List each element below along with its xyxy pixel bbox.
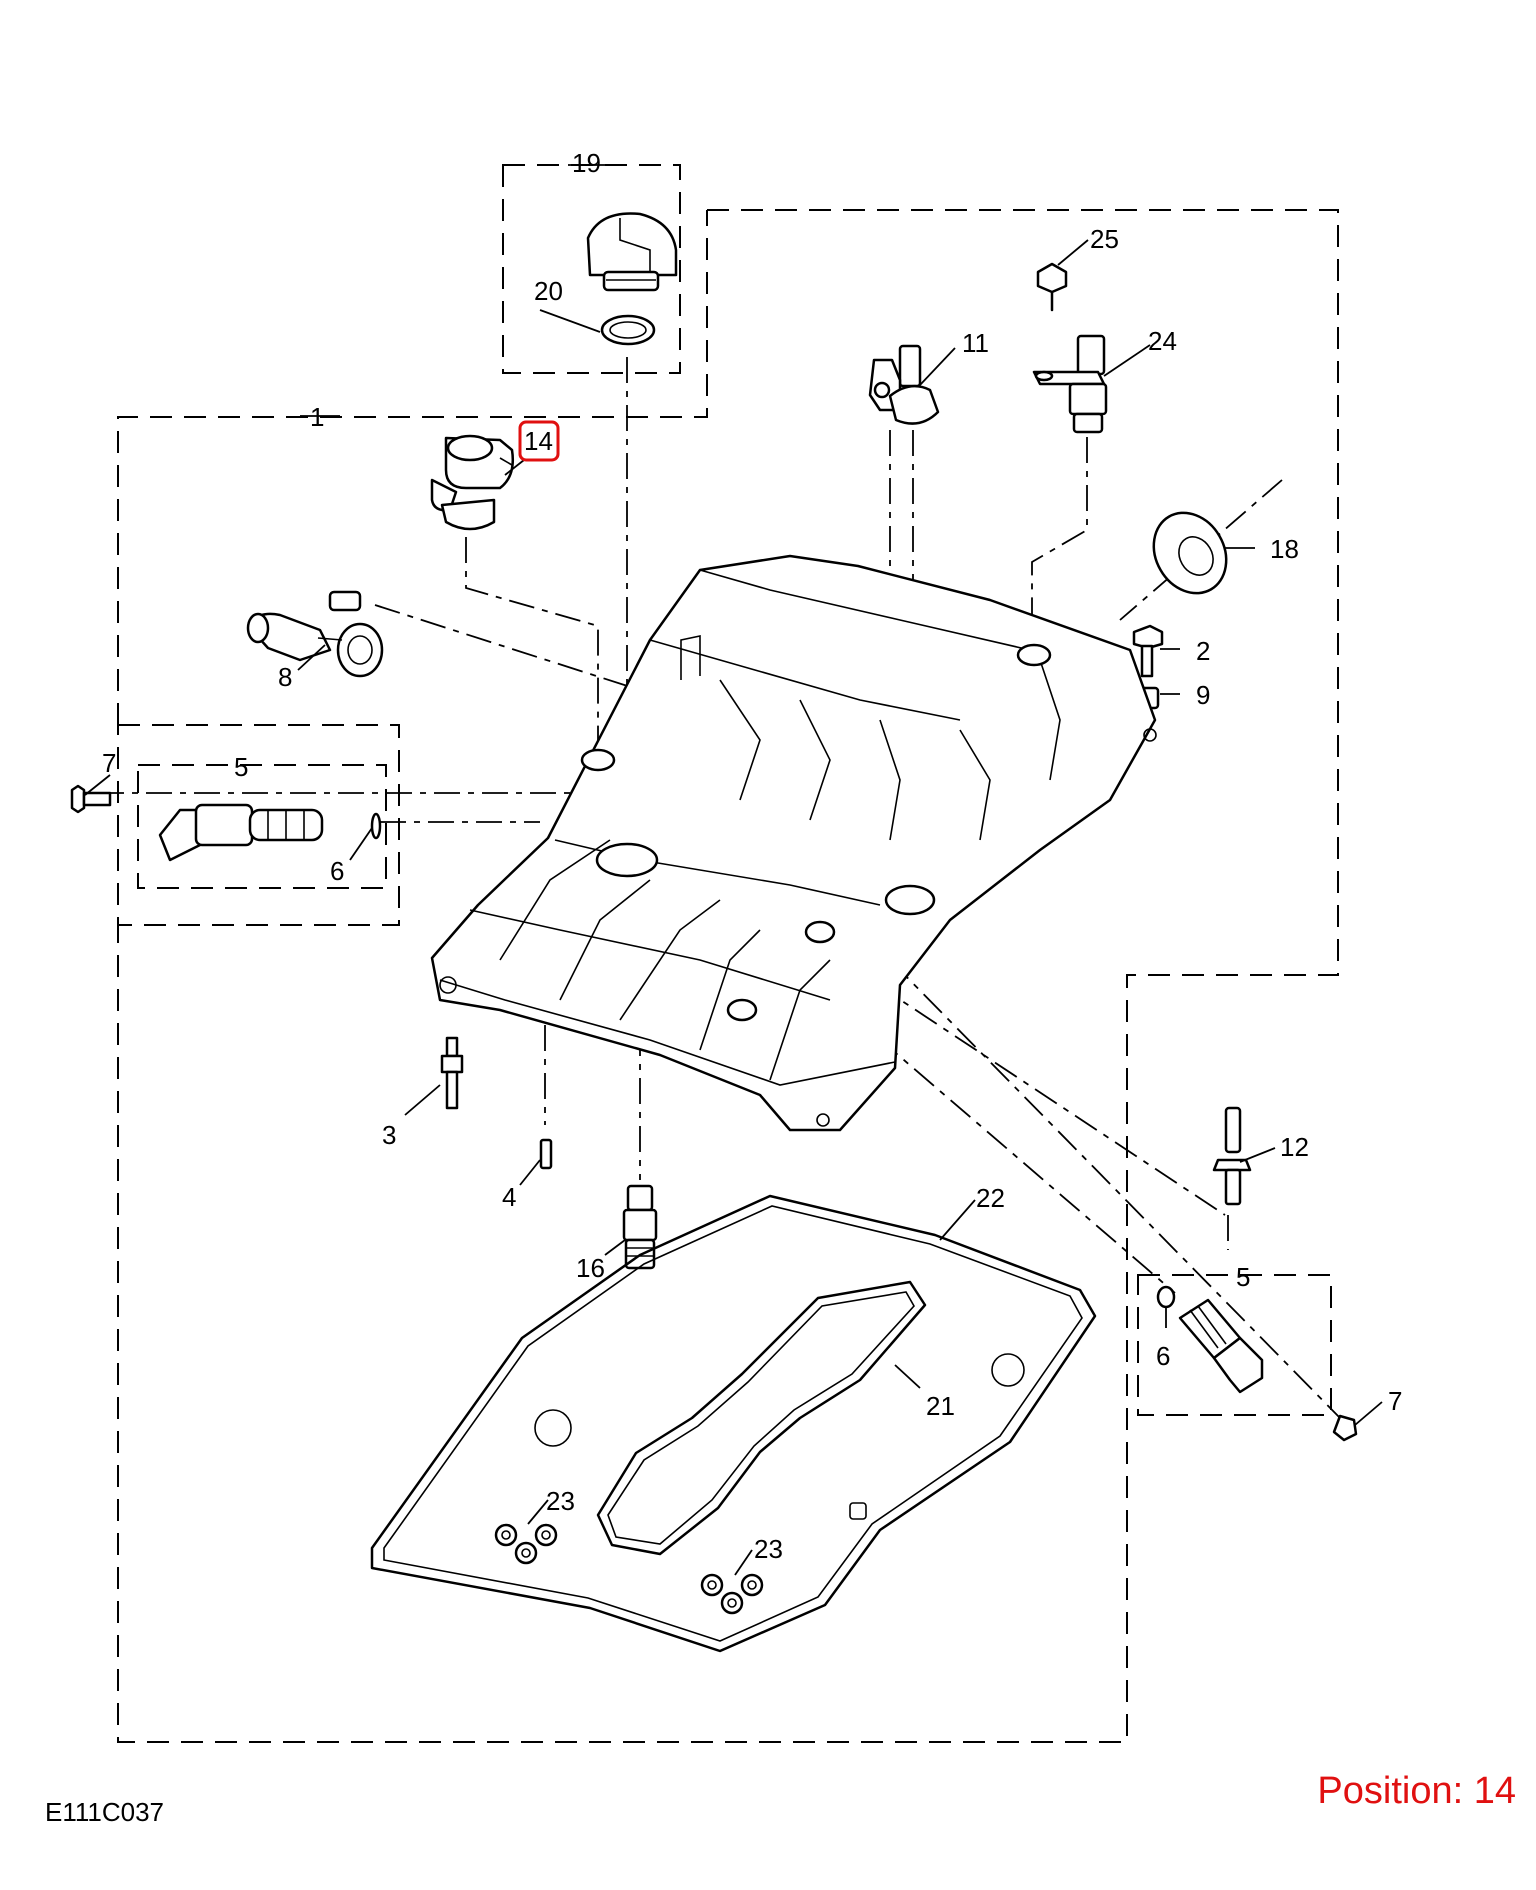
callout-7: 7	[1388, 1386, 1402, 1416]
cam-sensor-icon	[1032, 334, 1108, 434]
callout-23: 23	[754, 1534, 783, 1564]
bolt-icon	[1036, 262, 1068, 312]
callout-6: 6	[330, 856, 344, 886]
leader-lines	[84, 164, 1383, 1576]
callout-24: 24	[1148, 326, 1177, 356]
callout-6: 6	[1156, 1341, 1170, 1371]
pcv-valve-icon	[430, 434, 514, 531]
callout-4: 4	[502, 1182, 516, 1212]
sensor-bracket-icon	[868, 344, 940, 425]
inner-gasket-icon	[596, 1280, 927, 1556]
callout-18: 18	[1270, 534, 1299, 564]
grommet-set-icon	[700, 1573, 764, 1615]
group-boxes	[117, 164, 1339, 1743]
callout-5: 5	[1236, 1262, 1250, 1292]
callout-5: 5	[234, 752, 248, 782]
diagram-code: E111C037	[45, 1797, 165, 1827]
o-ring-icon	[600, 314, 656, 346]
outer-gasket-icon	[370, 1194, 1097, 1653]
dowel-pin-icon	[539, 1138, 553, 1170]
bolt-icon	[70, 784, 112, 814]
callout-labels: 19 20 25 11 24 1 14 18 2 9 8 7 5 6 3 4 1…	[102, 148, 1402, 1564]
stud-icon	[440, 1036, 464, 1110]
bolt-icon	[1332, 1414, 1358, 1442]
breather-tube-icon	[246, 590, 384, 678]
oil-control-solenoid-icon	[1156, 1285, 1264, 1394]
callout-1: 1	[310, 402, 324, 432]
callout-12: 12	[1280, 1132, 1309, 1162]
callout-11: 11	[962, 328, 989, 358]
filler-cap-icon	[586, 212, 678, 292]
callout-16: 16	[576, 1253, 605, 1283]
position-label: Position: 14	[1317, 1770, 1516, 1812]
callout-23: 23	[546, 1486, 575, 1516]
highlight-box	[518, 420, 560, 462]
callout-21: 21	[926, 1391, 955, 1421]
callout-2: 2	[1196, 636, 1210, 666]
oil-control-solenoid-icon	[158, 803, 382, 862]
callout-8: 8	[278, 662, 292, 692]
callout-22: 22	[976, 1183, 1005, 1213]
grommet-set-icon	[494, 1523, 558, 1565]
seal-icon	[1152, 511, 1228, 595]
callout-9: 9	[1196, 680, 1210, 710]
flange-bolt-icon	[1212, 1106, 1252, 1206]
valve-cover-icon	[430, 554, 1157, 1132]
callout-25: 25	[1090, 224, 1119, 254]
callout-3: 3	[382, 1120, 396, 1150]
callout-19: 19	[572, 148, 601, 178]
callout-20: 20	[534, 276, 563, 306]
stud-bolt-icon	[1132, 624, 1164, 678]
callout-14: 14	[524, 426, 553, 456]
callout-7: 7	[102, 748, 116, 778]
